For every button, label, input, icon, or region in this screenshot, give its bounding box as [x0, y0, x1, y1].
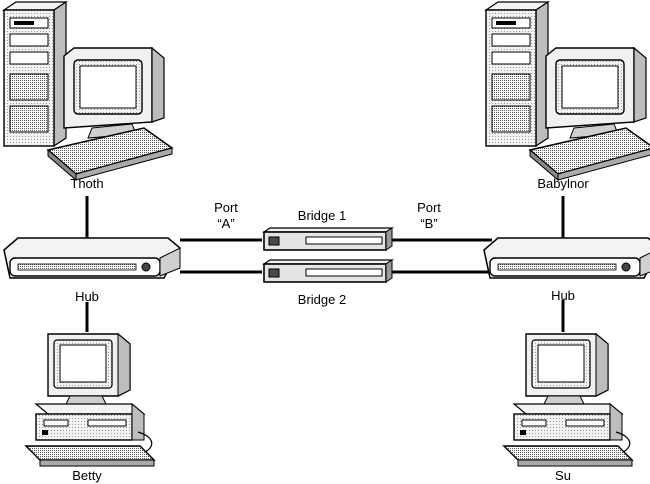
- bridge2-icon: [263, 259, 393, 283]
- label-port-b-word: Port: [417, 200, 441, 215]
- label-port-a-word: Port: [214, 200, 238, 215]
- label-bridge2: Bridge 2: [298, 292, 346, 307]
- connection-lines: [85, 196, 565, 332]
- network-hub-icon: [483, 237, 650, 279]
- tower-computer-icon: [3, 1, 173, 181]
- label-betty: Betty: [72, 468, 102, 483]
- label-thoth: Thoth: [70, 176, 103, 191]
- label-bridge1: Bridge 1: [298, 208, 346, 223]
- label-hub-right: Hub: [551, 288, 575, 303]
- label-port-a-letter: “A”: [217, 216, 234, 231]
- label-su: Su: [555, 468, 571, 483]
- desktop-computer-icon: [25, 333, 155, 467]
- desktop-computer-icon: [503, 333, 633, 467]
- bridge1-icon: [263, 227, 393, 251]
- label-babylnor: Babylnor: [537, 176, 589, 191]
- label-port-b-letter: “B”: [420, 216, 437, 231]
- tower-computer-icon: [485, 1, 650, 181]
- network-hub-icon: [3, 237, 181, 279]
- label-hub-left: Hub: [75, 289, 99, 304]
